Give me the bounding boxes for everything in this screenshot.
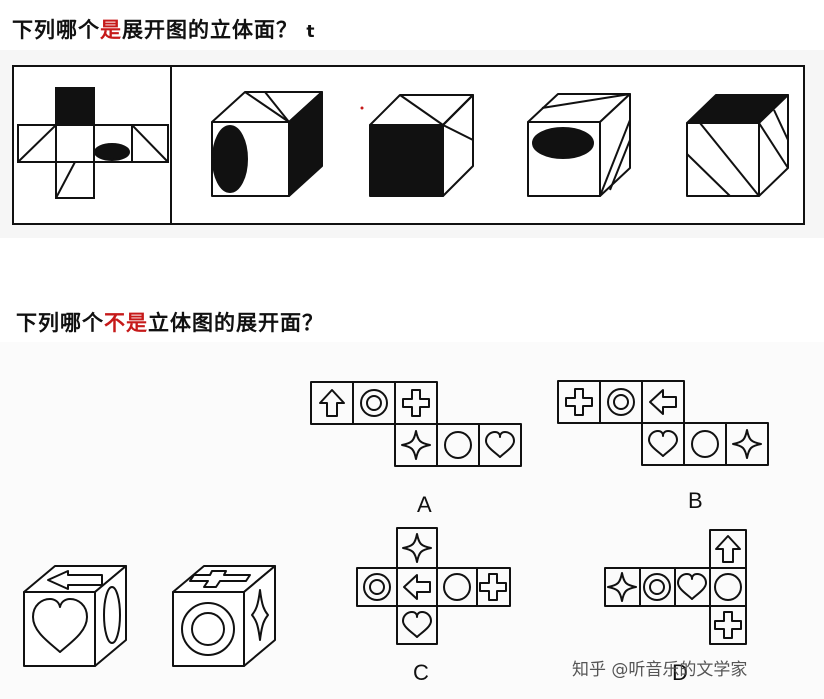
question2-title-after: 立体图的展开面？	[148, 311, 324, 335]
question1-cube-4	[686, 94, 789, 197]
question1-cube-3	[527, 93, 631, 197]
option-a-label: A	[417, 492, 432, 517]
question1-title: 下列哪个是展开图的立体面？ t	[12, 14, 315, 44]
question2-panel	[0, 342, 824, 699]
question1-cube-2	[369, 94, 474, 197]
stray-dot	[360, 106, 364, 110]
cube-cross-icon	[189, 570, 251, 588]
option-b-net	[557, 380, 769, 466]
watermark: 知乎 @听音乐的文学家	[572, 660, 748, 680]
question1-title-suffix: t	[306, 22, 316, 42]
question1-title-before: 下列哪个	[12, 18, 100, 42]
question2-cube-right	[172, 565, 276, 667]
cube-ring-icon	[181, 602, 235, 656]
option-d-net	[604, 529, 747, 645]
option-a-net	[310, 381, 522, 467]
option-c-net	[356, 527, 511, 645]
question2-title: 下列哪个不是立体图的展开面？	[16, 307, 324, 337]
question1-title-highlight: 是	[100, 18, 122, 42]
question1-figure	[12, 65, 805, 225]
question1-title-after: 展开图的立体面？	[122, 18, 298, 42]
cube-arrow-icon	[47, 570, 103, 590]
option-b-label: B	[688, 488, 703, 513]
cube-heart-icon	[32, 598, 88, 653]
cube-star-icon	[251, 589, 269, 641]
question1-net	[17, 87, 169, 199]
option-c-label: C	[413, 660, 429, 685]
question2-title-highlight: 不是	[104, 311, 148, 335]
question2-title-before: 下列哪个	[16, 311, 104, 335]
option-d-label: D	[672, 660, 688, 685]
question2-cube-left	[23, 565, 127, 667]
question1-cube-1	[211, 91, 323, 197]
